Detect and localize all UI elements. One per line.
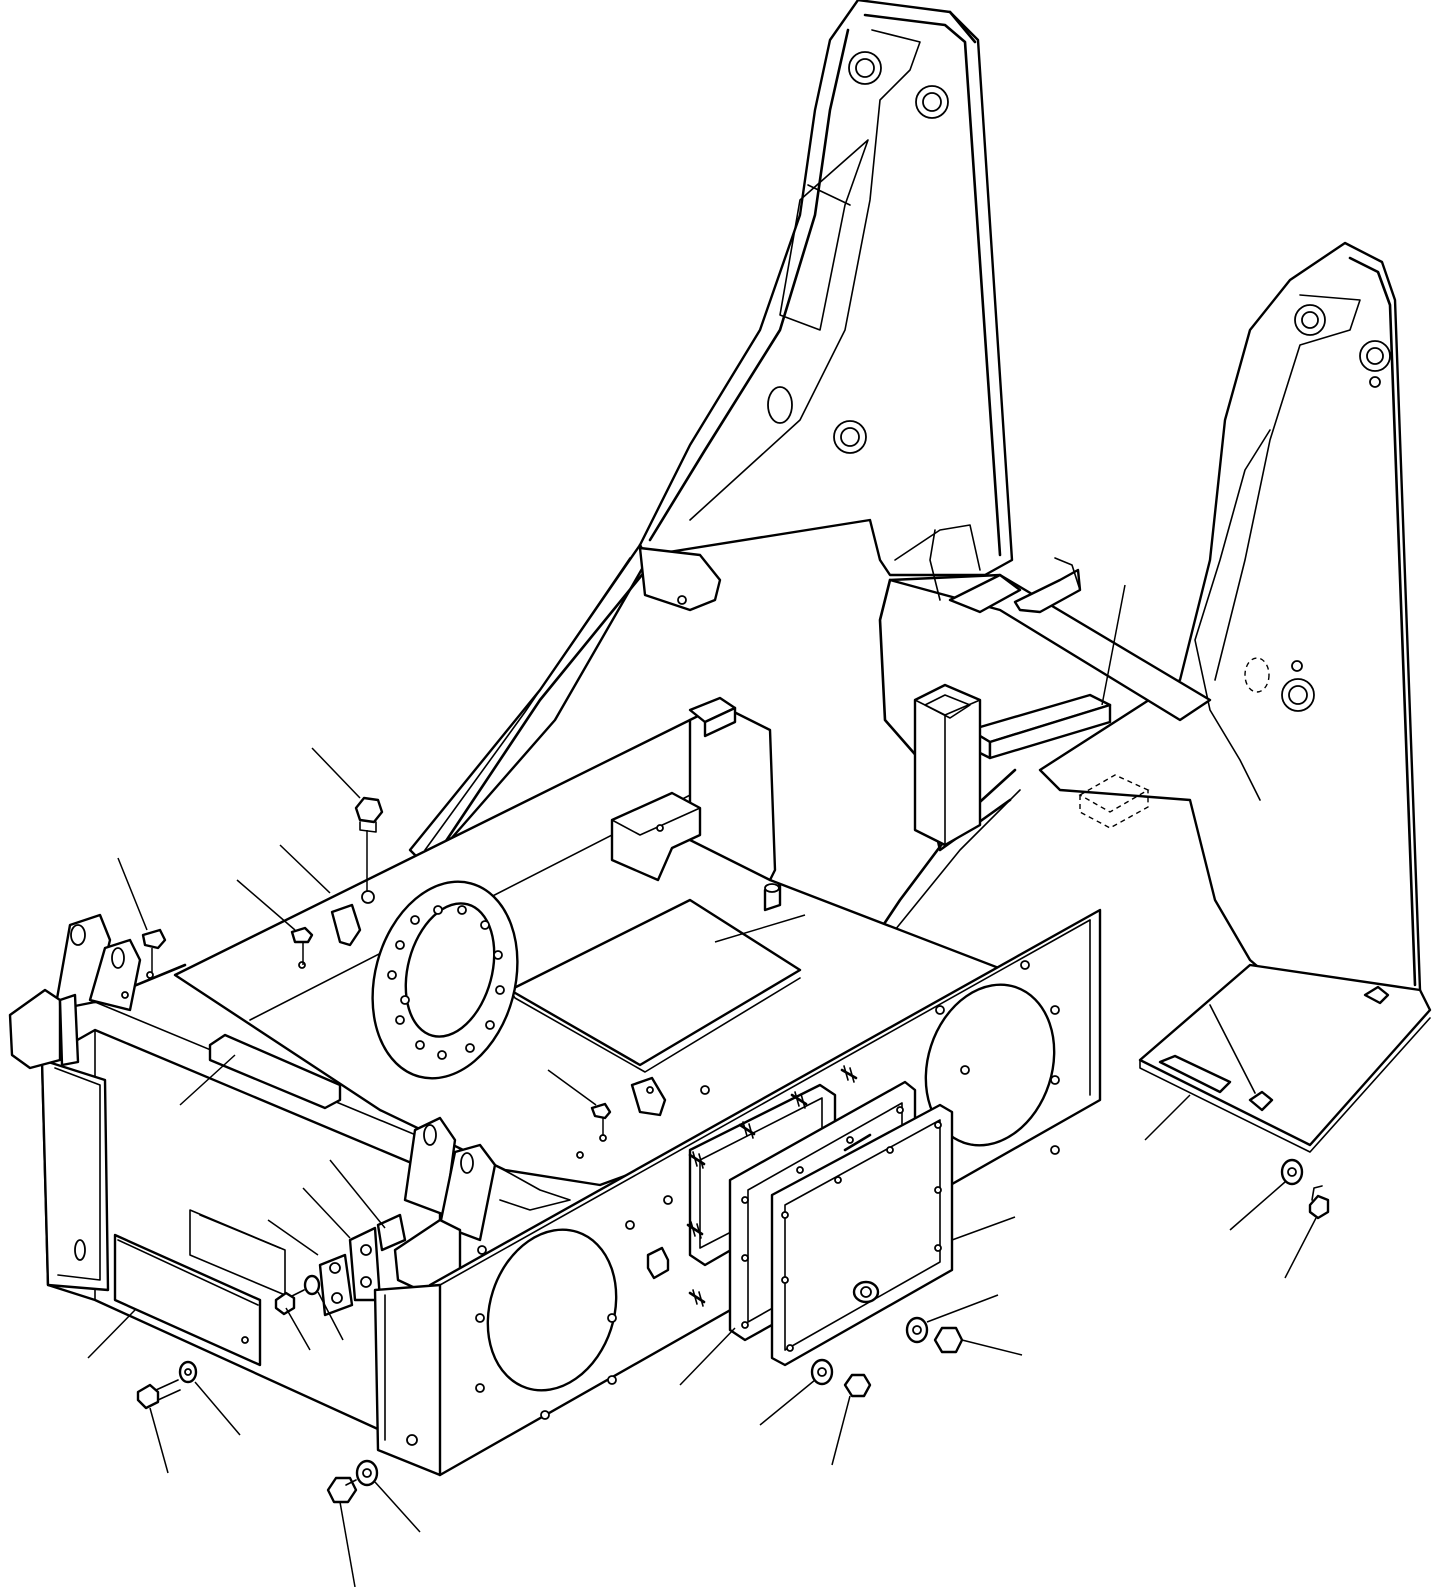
leader-line (194, 1381, 241, 1436)
leader-line (1144, 1094, 1191, 1141)
leader-line (267, 1219, 319, 1256)
leader-line (279, 844, 331, 894)
leader-line (759, 1379, 816, 1426)
leader-line (339, 1501, 356, 1587)
leader-line (1101, 584, 1126, 706)
studs (686, 1065, 858, 1307)
leader-line (87, 1309, 136, 1359)
leader-line (547, 1069, 597, 1106)
leader-line (117, 857, 148, 931)
leader-line (1229, 1181, 1286, 1231)
leader-line (329, 1159, 386, 1229)
leader-line (926, 1294, 999, 1323)
leader-line (317, 1291, 344, 1341)
rear-cross-beam (878, 524, 1212, 852)
leader-line (374, 1481, 421, 1533)
side-plate-holes (475, 960, 1060, 1420)
callout-leaders (87, 584, 1317, 1587)
leader-line (302, 1187, 351, 1239)
leader-line (285, 1307, 311, 1351)
leader-line (1284, 1217, 1317, 1279)
flange-bolt-holes (387, 905, 505, 1060)
leader-line (149, 1407, 169, 1474)
leader-line (679, 1327, 736, 1386)
fasteners (136, 796, 1330, 1504)
leader-line (236, 879, 296, 931)
inspection-cover (770, 1103, 954, 1367)
leader-line (831, 1395, 851, 1466)
leader-line (714, 914, 806, 943)
leader-line (951, 1216, 1016, 1241)
leader-line (311, 747, 361, 799)
leader-line (179, 1054, 236, 1106)
rear-floor-plate (1138, 963, 1432, 1153)
leader-line (961, 1339, 1023, 1356)
